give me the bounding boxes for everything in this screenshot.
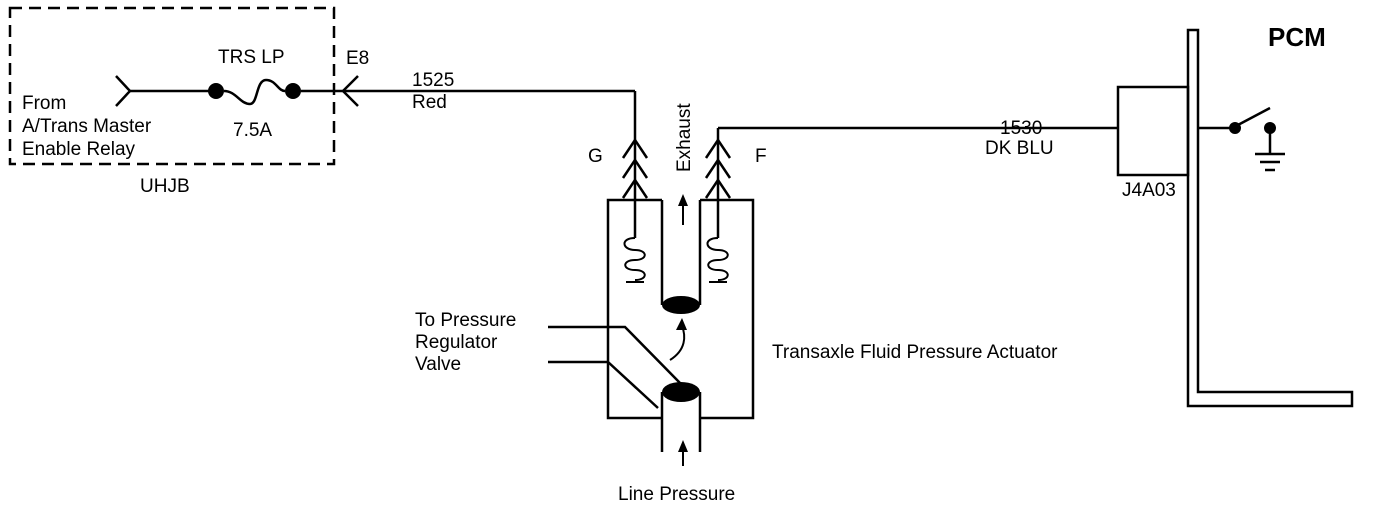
line-pressure-arrow-icon (678, 440, 688, 452)
source-label-line1: From (22, 93, 66, 114)
regulator-label-line3: Valve (415, 354, 461, 375)
pcm-label: PCM (1268, 22, 1326, 52)
valve-motion-arrow-icon (676, 318, 687, 330)
line-pressure-label: Line Pressure (618, 484, 735, 505)
regulator-passage (548, 325, 682, 409)
pcm-connector-label: J4A03 (1122, 180, 1176, 201)
line-pressure-passage (660, 392, 702, 452)
source-label-line3: Enable Relay (22, 139, 136, 160)
wire-1525-color: Red (412, 92, 447, 113)
ground-icon (1255, 152, 1285, 172)
actuator-body (606, 198, 755, 420)
pcm-connector-block (1116, 85, 1190, 177)
uhjb-label: UHJB (140, 176, 190, 197)
solenoid-coil-left-icon (623, 237, 646, 283)
switch-icon (1235, 106, 1271, 128)
source-connector-icon (115, 75, 132, 107)
pin-g-label: G (588, 146, 603, 167)
regulator-label-line2: Regulator (415, 332, 498, 353)
wire-1530-circuit: 1530 (1000, 118, 1042, 139)
uhjb-box (8, 6, 336, 166)
regulator-label-line1: To Pressure (415, 310, 516, 331)
exhaust-arrow-icon (678, 194, 688, 206)
wire-1525-circuit: 1525 (412, 70, 454, 91)
pcm-outline (1186, 28, 1354, 408)
fuse-rating: 7.5A (233, 120, 272, 141)
line-pressure-valve-ball (662, 382, 700, 402)
pin-f-label: F (755, 146, 767, 167)
solenoid-coil-right-icon (706, 237, 729, 283)
fuse-terminal-left (208, 83, 224, 99)
exhaust-valve-ball (662, 296, 700, 314)
exhaust-passage (660, 200, 702, 305)
fuse-icon (223, 78, 286, 106)
fuse-name: TRS LP (218, 47, 285, 68)
actuator-name: Transaxle Fluid Pressure Actuator (772, 342, 1058, 363)
terminal-e8: E8 (346, 48, 369, 69)
fuse-terminal-right (285, 83, 301, 99)
source-label-line2: A/Trans Master (22, 116, 152, 137)
wire-1530-color: DK BLU (985, 138, 1054, 159)
exhaust-label: Exhaust (674, 103, 695, 172)
